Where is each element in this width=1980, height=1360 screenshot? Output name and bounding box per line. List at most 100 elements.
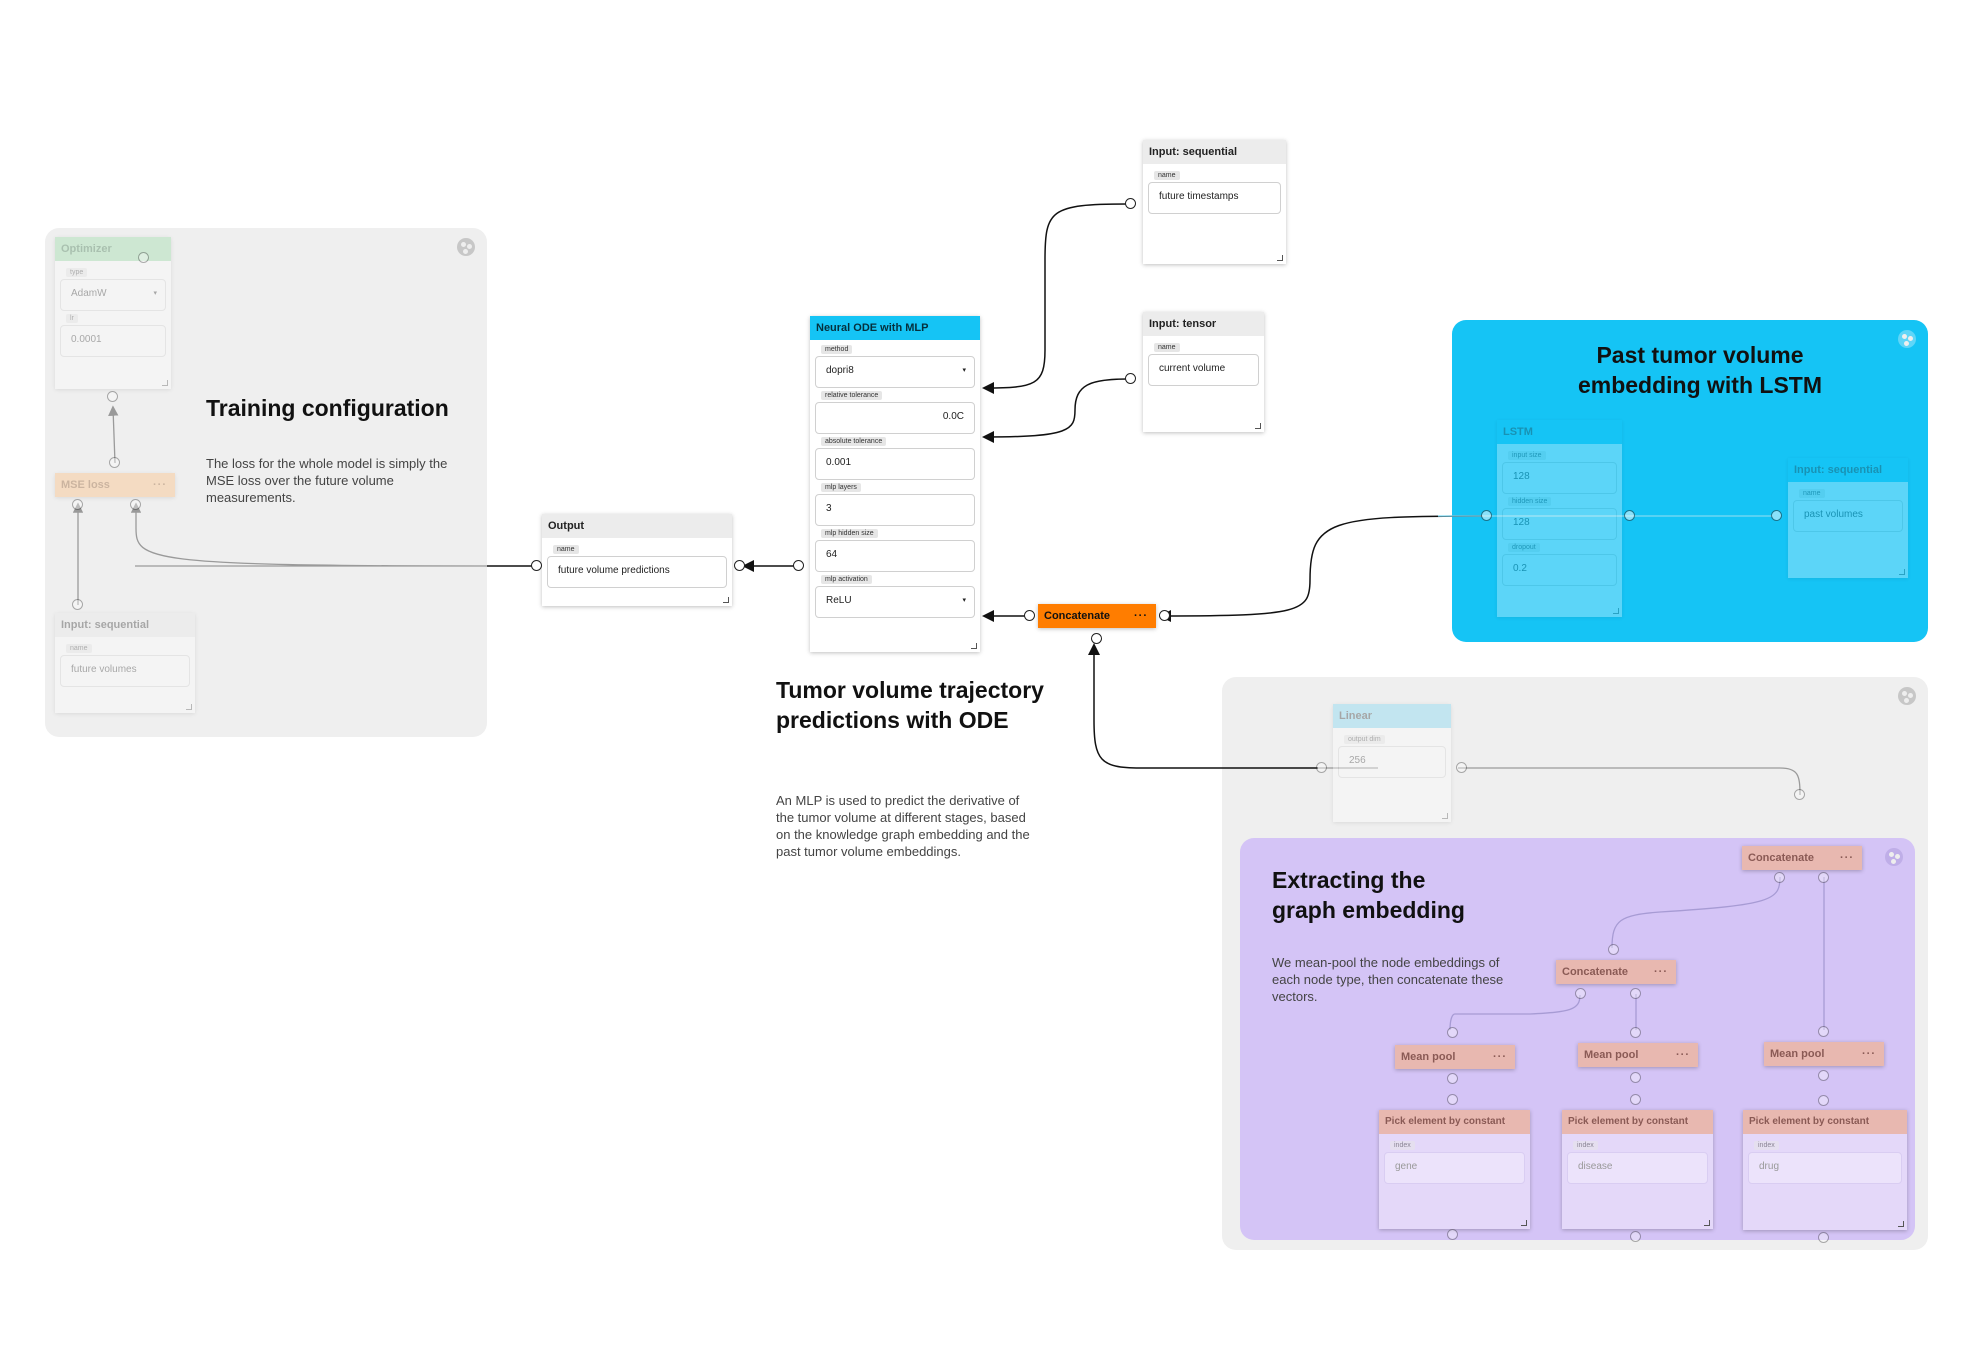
resize-handle[interactable] [162,380,168,386]
resize-handle[interactable] [1255,423,1261,429]
mse-in-port[interactable] [107,391,118,402]
lstm-in-port[interactable] [1624,510,1635,521]
mean-pool-out-port[interactable] [1818,1026,1829,1037]
output-in-port[interactable] [531,560,542,571]
activation-select[interactable]: ReLU▾ [815,586,975,618]
hidden-input[interactable]: 64 [815,540,975,572]
current-volume-input-node[interactable]: Input: tensor name current volume [1143,312,1264,432]
past-volumes-input-node[interactable]: Input: sequential name past volumes [1788,458,1908,578]
name-input[interactable]: future volumes [60,655,190,687]
index-input[interactable]: gene [1384,1152,1525,1184]
resize-handle[interactable] [1521,1220,1527,1226]
type-select[interactable]: AdamW▾ [60,279,166,311]
layers-input[interactable]: 3 [815,494,975,526]
input-port[interactable] [72,599,83,610]
neural-ode-node[interactable]: Neural ODE with MLP method dopri8▾ relat… [810,316,980,652]
lstm-node[interactable]: LSTM input size 128 hidden size 128 drop… [1497,420,1622,617]
concatenate-top-node[interactable]: Concatenate··· [1742,846,1862,870]
ts-port[interactable] [1125,198,1136,209]
concat-in-port[interactable] [1159,610,1170,621]
menu-dots-icon[interactable]: ··· [1493,1051,1507,1063]
optimizer-port[interactable] [138,252,149,263]
menu-dots-icon[interactable]: ··· [1862,1048,1876,1060]
lstm-out-port[interactable] [1481,510,1492,521]
output-out-port[interactable] [734,560,745,571]
mean-pool-node[interactable]: Mean pool··· [1764,1042,1884,1066]
resize-handle[interactable] [1898,1221,1904,1227]
mean-pool-out-port[interactable] [1630,1027,1641,1038]
pick-element-node[interactable]: Pick element by constant index gene [1379,1110,1530,1229]
concat-mid-out-port[interactable] [1608,944,1619,955]
linear-out-port[interactable] [1316,762,1327,773]
concat-top-in-port-b[interactable] [1818,872,1829,883]
linear-node[interactable]: Linear output dim 256 [1333,704,1451,822]
concat-top-out-port[interactable] [1794,789,1805,800]
resize-handle[interactable] [186,704,192,710]
pick-out-port[interactable] [1630,1094,1641,1105]
linear-in-port[interactable] [1456,762,1467,773]
mse-port-a[interactable] [72,499,83,510]
pick-in-port[interactable] [1818,1232,1829,1243]
future-timestamps-input-node[interactable]: Input: sequential name future timestamps [1143,140,1286,264]
pick-in-port[interactable] [1630,1231,1641,1242]
menu-dots-icon[interactable]: ··· [1134,610,1148,622]
concat-mid-in-port-b[interactable] [1630,988,1641,999]
concat-bottom-port[interactable] [1091,633,1102,644]
name-input[interactable]: future timestamps [1148,182,1281,214]
concat-mid-in-port-a[interactable] [1575,988,1586,999]
resize-handle[interactable] [1899,569,1905,575]
mean-pool-node[interactable]: Mean pool··· [1395,1045,1515,1069]
palette-icon[interactable] [1898,330,1916,348]
resize-handle[interactable] [971,643,977,649]
resize-handle[interactable] [1704,1220,1710,1226]
palette-icon[interactable] [1898,687,1916,705]
pick-element-node[interactable]: Pick element by constant index drug [1743,1110,1907,1230]
mean-pool-in-port[interactable] [1818,1070,1829,1081]
resize-handle[interactable] [1277,255,1283,261]
output-dim-input[interactable]: 256 [1338,746,1446,778]
optimizer-node[interactable]: Optimizer type AdamW▾ lr 0.0001 [55,237,171,389]
palette-icon[interactable] [457,238,475,256]
concat-out-port[interactable] [1024,610,1035,621]
output-node[interactable]: Output name future volume predictions [542,514,732,606]
index-input[interactable]: disease [1567,1152,1708,1184]
name-input[interactable]: past volumes [1793,500,1903,532]
name-input[interactable]: current volume [1148,354,1259,386]
rtol-input[interactable]: 0.0C [815,402,975,434]
resize-handle[interactable] [723,597,729,603]
mse-out-port[interactable] [109,457,120,468]
menu-dots-icon[interactable]: ··· [1654,966,1668,978]
menu-dots-icon[interactable]: ··· [1676,1049,1690,1061]
mse-loss-node[interactable]: MSE loss··· [55,473,175,497]
mse-port-b[interactable] [130,499,141,510]
concatenate-node[interactable]: Concatenate··· [1038,604,1156,628]
menu-dots-icon[interactable]: ··· [153,479,167,491]
past-volumes-port[interactable] [1771,510,1782,521]
mean-pool-in-port[interactable] [1630,1072,1641,1083]
dropout-input[interactable]: 0.2 [1502,554,1617,586]
index-input[interactable]: drug [1748,1152,1902,1184]
menu-dots-icon[interactable]: ··· [1840,852,1854,864]
hidden-size-input[interactable]: 128 [1502,508,1617,540]
pick-out-port[interactable] [1818,1095,1829,1106]
index-label: index [1390,1141,1415,1150]
atol-input[interactable]: 0.001 [815,448,975,480]
resize-handle[interactable] [1442,813,1448,819]
method-select[interactable]: dopri8▾ [815,356,975,388]
pick-out-port[interactable] [1447,1094,1458,1105]
ode-out-port[interactable] [793,560,804,571]
name-input[interactable]: future volume predictions [547,556,727,588]
pick-in-port[interactable] [1447,1229,1458,1240]
mean-pool-node[interactable]: Mean pool··· [1578,1043,1698,1067]
concat-top-in-port-a[interactable] [1774,872,1785,883]
lr-input[interactable]: 0.0001 [60,325,166,357]
mean-pool-out-port[interactable] [1447,1027,1458,1038]
concatenate-mid-node[interactable]: Concatenate··· [1556,960,1676,984]
mean-pool-in-port[interactable] [1447,1073,1458,1084]
future-volumes-input-node[interactable]: Input: sequential name future volumes [55,613,195,713]
input-size-input[interactable]: 128 [1502,462,1617,494]
pick-element-node[interactable]: Pick element by constant index disease [1562,1110,1713,1229]
resize-handle[interactable] [1613,608,1619,614]
tensor-port[interactable] [1125,373,1136,384]
palette-icon[interactable] [1885,848,1903,866]
